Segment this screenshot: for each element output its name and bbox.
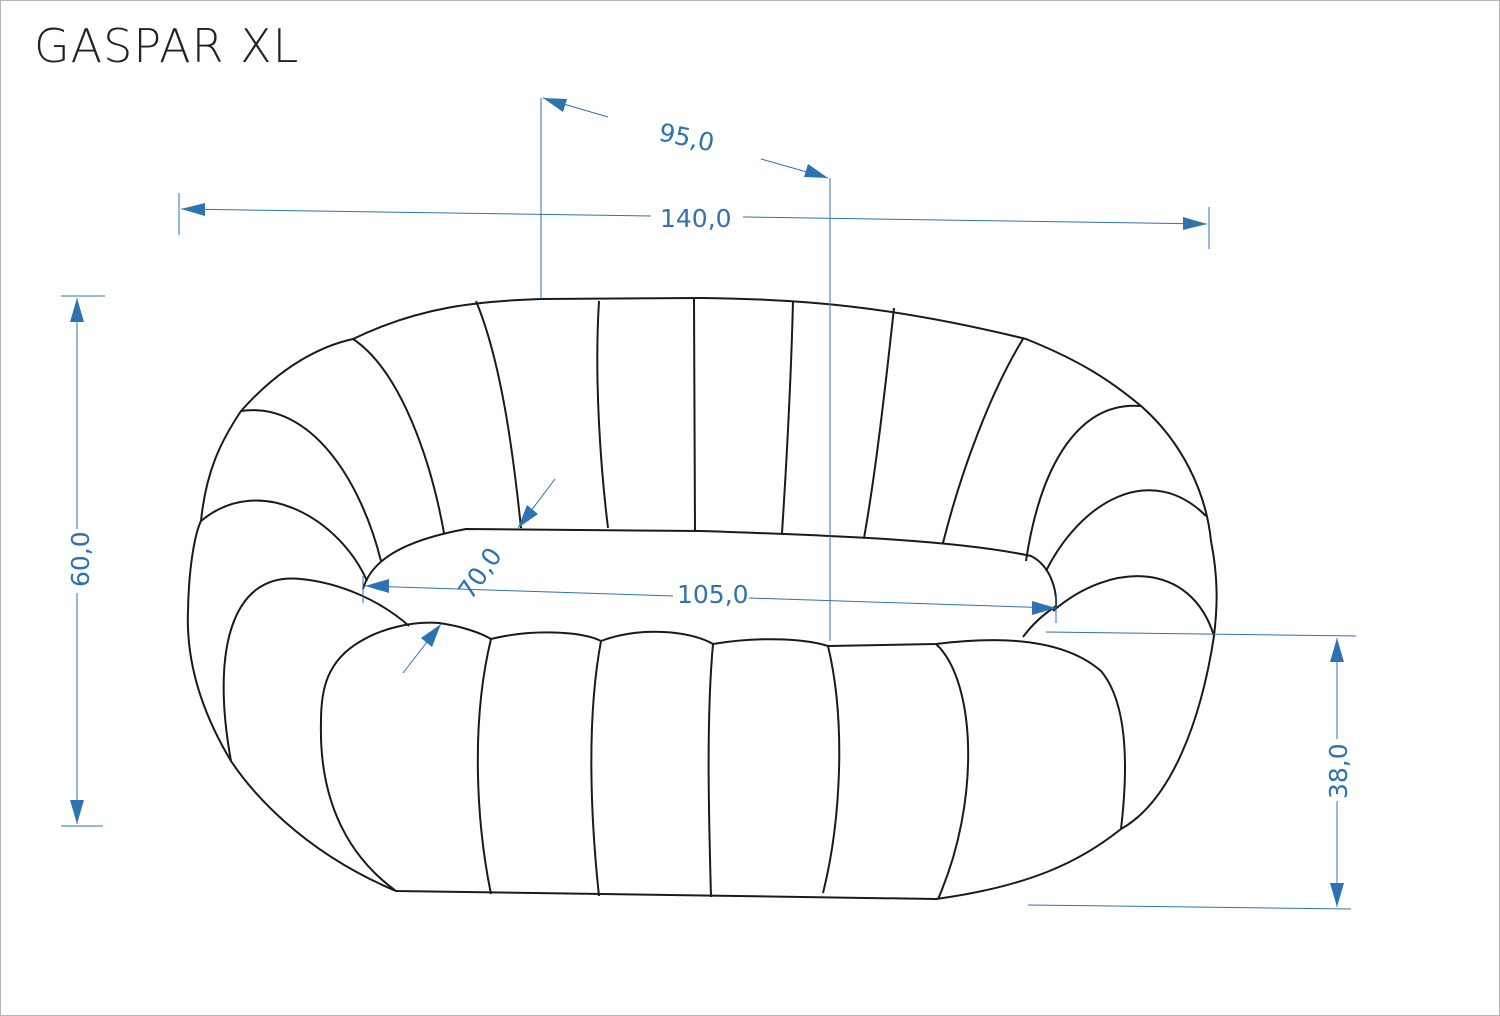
front-cushion-seams (476, 638, 970, 900)
seat-height-label: 38,0 (1324, 743, 1353, 799)
backrest-seams (475, 298, 1024, 544)
product-title: GASPAR XL (34, 19, 300, 73)
dimension-height-total: 60,0 (61, 295, 105, 827)
dimension-seat-height: 38,0 (1027, 631, 1357, 910)
front-cushions (319, 621, 1126, 892)
dimension-depth-total: 95,0 (540, 97, 831, 641)
height-total-label: 60,0 (66, 531, 95, 587)
armrest-seams (200, 338, 1215, 762)
sofa-outline (186, 296, 1218, 901)
seat-depth-label: 70,0 (452, 542, 508, 604)
dimension-width-total: 140,0 (178, 193, 1210, 249)
dimension-seat-depth: 70,0 (402, 478, 556, 674)
dimension-seat-width: 105,0 (362, 576, 1057, 623)
depth-total-label: 95,0 (656, 118, 716, 158)
seat-width-label: 105,0 (677, 580, 749, 609)
width-total-label: 140,0 (660, 204, 732, 233)
